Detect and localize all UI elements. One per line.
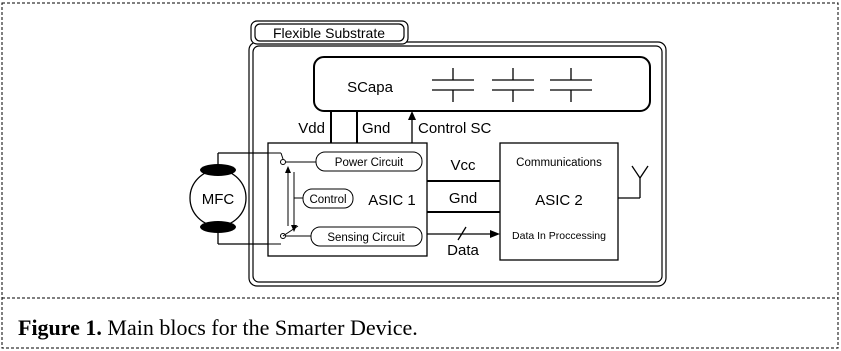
capacitor-icon: [432, 68, 474, 102]
control-label: Control: [309, 194, 346, 206]
power-circuit-label: Power Circuit: [335, 157, 404, 169]
sensing-circuit-label: Sensing Circuit: [327, 232, 405, 244]
mfc-label: MFC: [202, 191, 235, 208]
capacitor-icon: [492, 68, 534, 102]
asic1-label: ASIC 1: [368, 192, 416, 209]
scapa-block: [313, 56, 651, 112]
scapa-label: SCapa: [347, 79, 394, 96]
asic2-block: [499, 142, 619, 261]
switch-icon: [268, 152, 316, 245]
data-label: Data: [447, 242, 479, 259]
vdd-label: Vdd: [298, 120, 325, 137]
flexible-substrate-inner: [252, 45, 663, 283]
caption-prefix: Figure 1.: [18, 315, 102, 340]
gnd-top-label: Gnd: [362, 120, 390, 137]
flexible-substrate-outer: [248, 41, 667, 287]
asic2-label: ASIC 2: [535, 192, 583, 209]
caption-text: Main blocs for the Smarter Device.: [101, 315, 418, 340]
communications-label: Communications: [516, 157, 602, 169]
gnd-mid-label: Gnd: [449, 190, 477, 207]
capacitor-icon: [550, 68, 592, 102]
vcc-label: Vcc: [450, 157, 476, 174]
data-processing-label: Data In Proccessing: [512, 230, 606, 242]
control-sc-label: Control SC: [418, 120, 492, 137]
figure-caption: Figure 1. Main blocs for the Smarter Dev…: [18, 315, 418, 341]
antenna-icon: [618, 165, 649, 199]
substrate-label: Flexible Substrate: [273, 25, 385, 41]
